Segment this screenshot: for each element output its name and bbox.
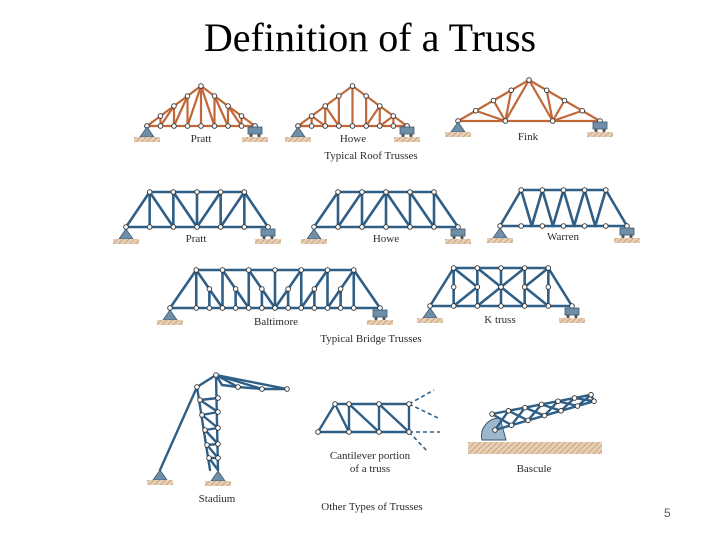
label-cantilever-line1: Cantilever portion bbox=[330, 450, 411, 462]
roof-truss-pratt bbox=[134, 83, 268, 142]
label-bridge-warren: Warren bbox=[547, 231, 580, 243]
label-stadium: Stadium bbox=[199, 493, 236, 505]
page-number: 5 bbox=[664, 506, 671, 520]
label-bascule: Bascule bbox=[517, 463, 552, 475]
stadium-truss bbox=[147, 372, 290, 486]
label-cantilever-line2: of a truss bbox=[350, 463, 390, 475]
bridge-truss-warren bbox=[487, 187, 640, 243]
label-bridge-howe: Howe bbox=[373, 233, 399, 245]
bridge-truss-howe bbox=[301, 189, 471, 244]
bridge-truss-k bbox=[417, 265, 585, 323]
roof-truss-howe bbox=[285, 83, 420, 142]
bridge-truss-pratt bbox=[113, 189, 281, 244]
label-bridge-pratt: Pratt bbox=[186, 233, 207, 245]
label-baltimore: Baltimore bbox=[254, 316, 298, 328]
label-roof-fink: Fink bbox=[518, 131, 539, 143]
caption-roof-trusses: Typical Roof Trusses bbox=[324, 150, 417, 162]
label-roof-howe: Howe bbox=[340, 133, 366, 145]
truss-structures bbox=[113, 77, 640, 486]
cantilever-truss bbox=[315, 389, 440, 453]
label-k-truss: K truss bbox=[484, 314, 515, 326]
roof-truss-fink bbox=[445, 77, 613, 137]
slide-title: Definition of a Truss bbox=[203, 15, 537, 60]
label-roof-pratt: Pratt bbox=[191, 133, 212, 145]
bridge-truss-baltimore bbox=[157, 267, 393, 325]
bascule-truss bbox=[468, 392, 602, 454]
caption-other-trusses: Other Types of Trusses bbox=[321, 501, 422, 513]
caption-bridge-trusses: Typical Bridge Trusses bbox=[320, 333, 421, 345]
